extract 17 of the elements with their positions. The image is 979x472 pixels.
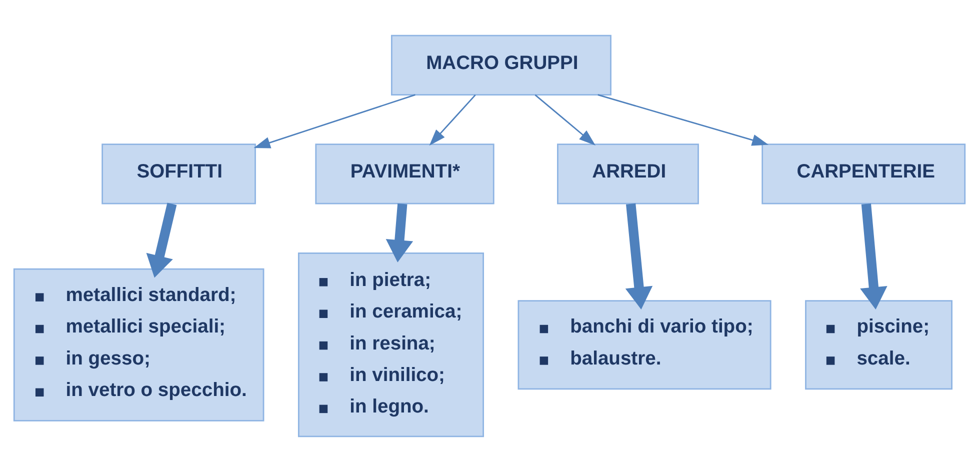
node-box: banchi di vario tipo; balaustre. <box>518 300 772 390</box>
node-box: CARPENTERIE <box>762 144 966 204</box>
node-box: metallici standard; metallici speciali; in gesso; in vetro o specchio. <box>13 268 264 422</box>
node-box: piscine; scale. <box>805 300 952 390</box>
arrow <box>386 204 414 262</box>
node-box: SOFFITTI <box>102 144 256 204</box>
arrow <box>254 94 416 148</box>
arrow <box>598 94 769 146</box>
node-box: ARREDI <box>557 144 699 204</box>
node-box: PAVIMENTI* <box>315 144 494 204</box>
arrow <box>534 94 596 146</box>
arrow <box>146 202 177 278</box>
node-box: in pietra; in ceramica; in resina; in vinilico; in legno. <box>298 252 484 438</box>
arrow <box>860 203 888 310</box>
arrow <box>625 203 653 310</box>
node-box: MACRO GRUPPI <box>390 34 612 96</box>
arrow <box>429 94 476 146</box>
